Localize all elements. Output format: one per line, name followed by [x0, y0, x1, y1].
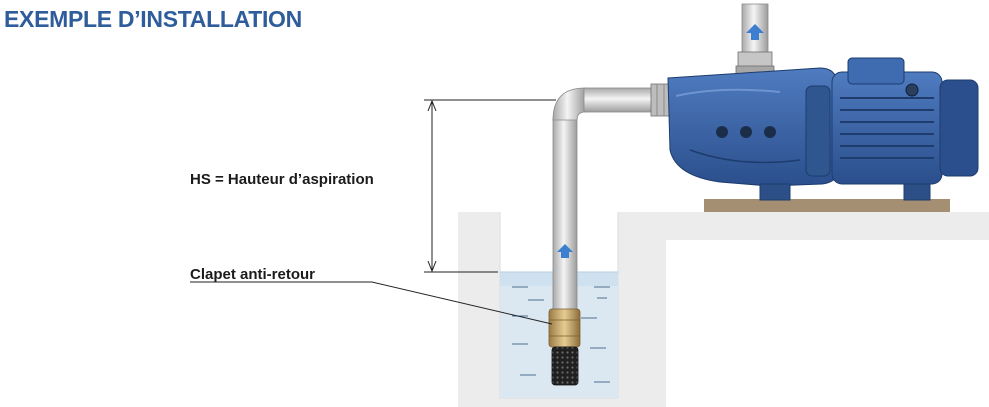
hs-label: HS = Hauteur d’aspiration: [190, 171, 374, 188]
flow-arrow-icon: [557, 244, 573, 258]
check-valve-icon: [548, 308, 581, 386]
pump-body: [667, 67, 931, 201]
flow-arrow-icon: [746, 24, 764, 40]
label-leaders: [190, 281, 553, 325]
pump-base: [704, 199, 950, 212]
electric-motor-icon: [831, 57, 979, 185]
diagram-title: EXEMPLE D’INSTALLATION: [4, 6, 302, 32]
suction-pipe: [552, 83, 672, 315]
check-valve-label: Clapet anti-retour: [190, 266, 316, 283]
suction-height-dimension: [424, 99, 556, 273]
